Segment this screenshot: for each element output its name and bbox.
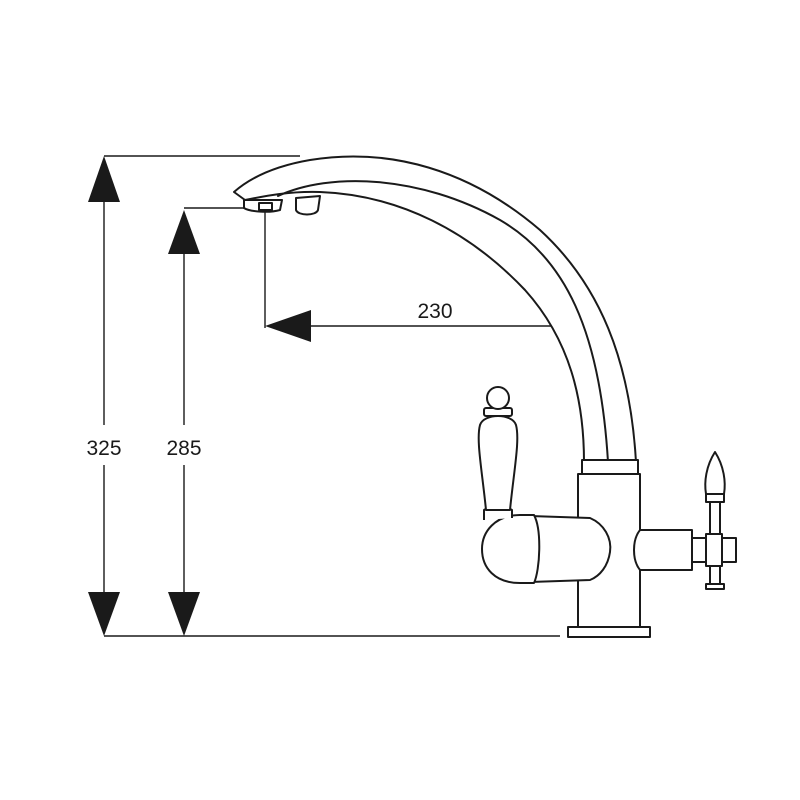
right-valve-housing [633,529,693,571]
spout [233,155,637,463]
aerator-outlet-inner [258,202,273,211]
right-knob-ring [705,493,725,503]
arrowhead-left [265,310,311,342]
faucet [233,155,737,638]
arrowhead-down [168,592,200,636]
left-handle-cap [481,514,541,584]
right-valve-lower-cap [705,583,725,590]
left-lever-knob [486,386,510,410]
aerator-outlet-right [295,195,321,216]
arrowhead-up [168,210,200,254]
dimension-total-height: 325 [86,155,560,637]
left-mixer-housing [529,515,612,583]
right-knob-stem [709,501,721,535]
spout-height-label: 285 [166,437,201,460]
spout-inner-edge [277,180,609,463]
arrowhead-down [88,592,120,636]
spout-reach-label: 230 [417,300,452,323]
dimension-spout-height: 285 [166,207,244,636]
arrowhead-up [88,156,120,202]
right-valve-hub [705,533,723,567]
left-lever-handle [477,415,519,511]
base-plate [567,626,651,638]
right-valve-lower-stem [709,565,721,585]
right-knob-finial [704,451,726,495]
total-height-label: 325 [86,437,121,460]
spout-collar [581,459,639,475]
